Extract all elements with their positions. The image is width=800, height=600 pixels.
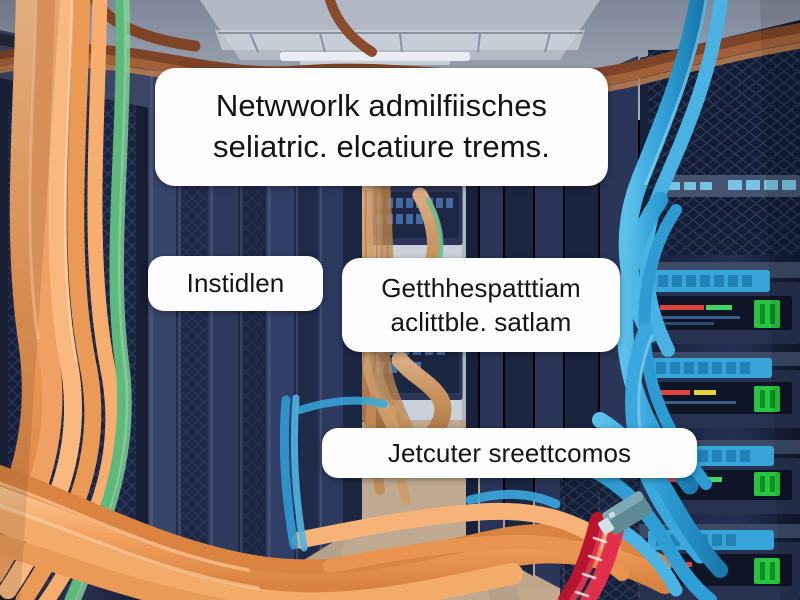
caption-1-line-2: seliatric. elcatiure trems. xyxy=(213,129,550,164)
caption-box-1: Netwworlk admilfiisches seliatric. elcat… xyxy=(155,68,608,186)
caption-box-2: Instidlen xyxy=(148,256,323,311)
caption-3-line-2: aclittble. satlam xyxy=(390,307,572,337)
caption-box-4: Jetcuter sreettcomos xyxy=(322,428,697,478)
caption-box-3: Getthhespatttiam aclittble. satlam xyxy=(342,258,620,352)
caption-4-line-1: Jetcuter sreettcomos xyxy=(387,437,632,468)
caption-1-line-1: Netwworlk admilfiisches xyxy=(215,88,548,124)
caption-2-line-1: Instidlen xyxy=(186,268,285,299)
caption-3-line-1: Getthhespatttiam xyxy=(381,272,581,303)
